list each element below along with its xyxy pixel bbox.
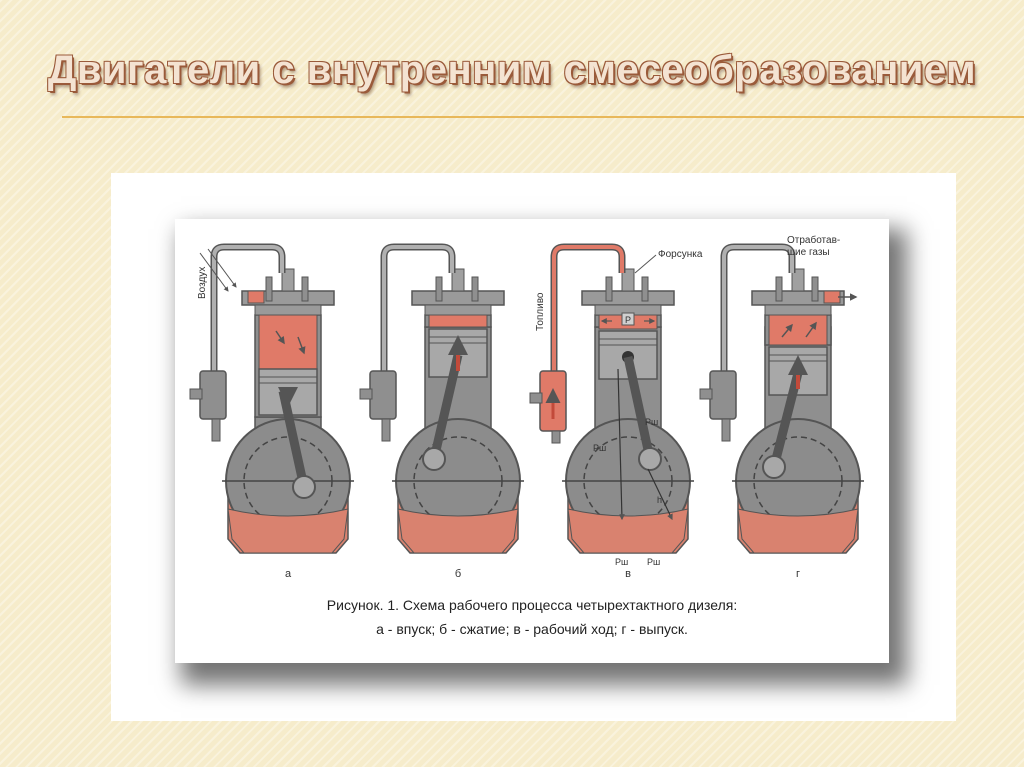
engine-compression [359,243,524,554]
title-divider [62,116,1024,118]
stage-label-b: б [455,568,461,580]
stage-label-v: в [625,568,631,580]
engine-diagram: Воздух а [189,234,864,580]
force-label-right: Рш [645,417,658,427]
engine-exhaust [699,243,864,554]
stage-label-g: г [796,568,800,580]
figure-caption-line2: а - впуск; б - сжатие; в - рабочий ход; … [376,621,688,637]
h-label: h [657,495,662,505]
force-label-bottom-2: Рш [647,557,660,567]
figure-frame: Воздух а [111,173,956,721]
force-label-left: Рш [593,443,606,453]
injector-label: Форсунка [658,249,703,260]
force-label-bottom-1: Рш [615,557,628,567]
slide-title: Двигатели с внутренним смесеобразованием [47,48,977,92]
engine-intake [189,243,354,554]
fuel-label: Топливо [535,292,546,331]
engine-power-stroke [529,243,694,554]
pressure-label: P [625,315,631,325]
exhaust-label-2: шие газы [787,247,830,258]
stage-label-a: а [285,568,292,580]
diesel-cycle-figure: Воздух а [175,219,889,663]
figure-caption-line1: Рисунок. 1. Схема рабочего процесса четы… [326,597,738,613]
exhaust-label-1: Отработав- [787,234,840,246]
air-label: Воздух [197,267,208,299]
injector-pointer [634,254,657,274]
